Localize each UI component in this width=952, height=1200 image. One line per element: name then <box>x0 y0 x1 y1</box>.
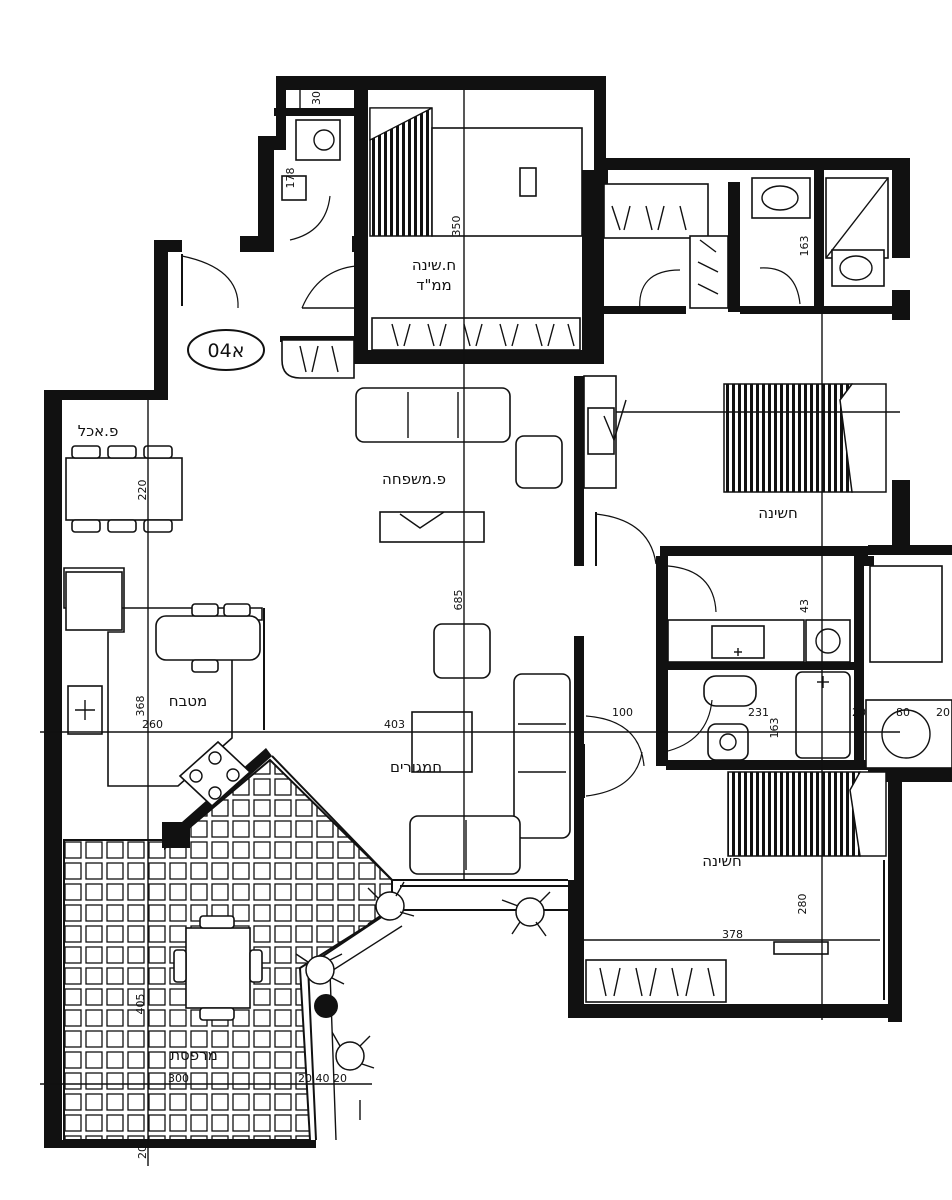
family-armchair <box>515 435 563 489</box>
bathroom-b <box>663 671 851 761</box>
dim-163-bath: 163 <box>768 718 781 739</box>
room-label-safe-room: ממ"ד <box>416 276 451 294</box>
master-bath <box>751 177 889 305</box>
dim-178: 178 <box>284 168 297 189</box>
balcony-table <box>173 915 263 1021</box>
safe-room-bed <box>431 127 583 237</box>
dim-405: 405 <box>134 994 147 1015</box>
entry-closet <box>281 339 355 379</box>
dim-163-top: 163 <box>798 236 811 257</box>
south-bedroom-bed <box>727 771 887 857</box>
wc-toilet <box>295 119 341 161</box>
balcony-rail <box>271 755 568 881</box>
dining-table <box>65 445 183 533</box>
dim-350: 350 <box>450 216 463 237</box>
dim-685: 685 <box>452 590 465 611</box>
laundry-closet <box>865 565 952 769</box>
dim-20-b: 20 <box>936 706 950 719</box>
walk-in-closet <box>603 183 729 313</box>
interior-walls <box>274 90 900 884</box>
dim-300: 300 <box>168 1072 189 1085</box>
safe-room-nightstand <box>519 167 537 197</box>
living-sofa-bottom <box>409 815 521 875</box>
dim-80: 80 <box>896 706 910 719</box>
room-label-dining: פ.אכל <box>78 422 119 440</box>
planter-plants <box>295 881 551 1071</box>
room-label-kitchen: מטבח <box>169 692 207 710</box>
dim-403: 403 <box>384 718 405 731</box>
room-label-living: חמגורים <box>390 758 442 776</box>
wc-sink <box>281 175 307 201</box>
dim-368: 368 <box>134 696 147 717</box>
unit-badge: 04א <box>187 329 265 371</box>
east-bedroom-desk <box>583 375 627 489</box>
hall-door <box>585 715 645 767</box>
dim-30: 30 <box>310 91 323 105</box>
dimension-lines <box>40 90 900 1166</box>
dim-378: 378 <box>722 928 743 941</box>
room-label-balcony: מרפסת <box>170 1046 218 1064</box>
room-label-bedroom-south: חשינה <box>702 852 742 870</box>
outer-walls <box>44 76 952 1148</box>
room-label-family: פ.משפחה <box>382 470 446 488</box>
bathroom-a <box>667 565 851 663</box>
dim-20-40-20: 20 40 20 <box>298 1072 347 1085</box>
dim-20-a: 20 <box>852 706 866 719</box>
safe-room-door <box>301 265 357 309</box>
room-label-safe-room-bedroom: ח.שינה <box>412 256 456 274</box>
wc-door <box>289 195 331 241</box>
south-bedroom-closet <box>585 959 727 1003</box>
kitchen-counters <box>63 567 265 808</box>
east-bedroom-door <box>595 513 657 565</box>
east-bedroom-bed <box>723 383 887 493</box>
room-label-bedroom-east: חשינה <box>758 504 798 522</box>
dim-100: 100 <box>612 706 633 719</box>
dim-260: 260 <box>142 718 163 731</box>
south-bedroom-door <box>585 751 643 797</box>
unit-badge-text: 04א <box>208 340 245 362</box>
tv-unit <box>379 511 485 543</box>
dim-231: 231 <box>748 706 769 719</box>
south-bedroom-nightstand <box>773 941 829 955</box>
living-armchair <box>433 623 491 679</box>
living-sofa-right <box>513 673 571 839</box>
dim-43: 43 <box>798 599 811 613</box>
dim-280: 280 <box>796 894 809 915</box>
family-sofa <box>355 387 511 443</box>
entry-door <box>181 255 239 309</box>
dim-20-bottom: 20 <box>136 1145 149 1159</box>
coffee-table <box>411 711 473 773</box>
dim-220: 220 <box>136 480 149 501</box>
